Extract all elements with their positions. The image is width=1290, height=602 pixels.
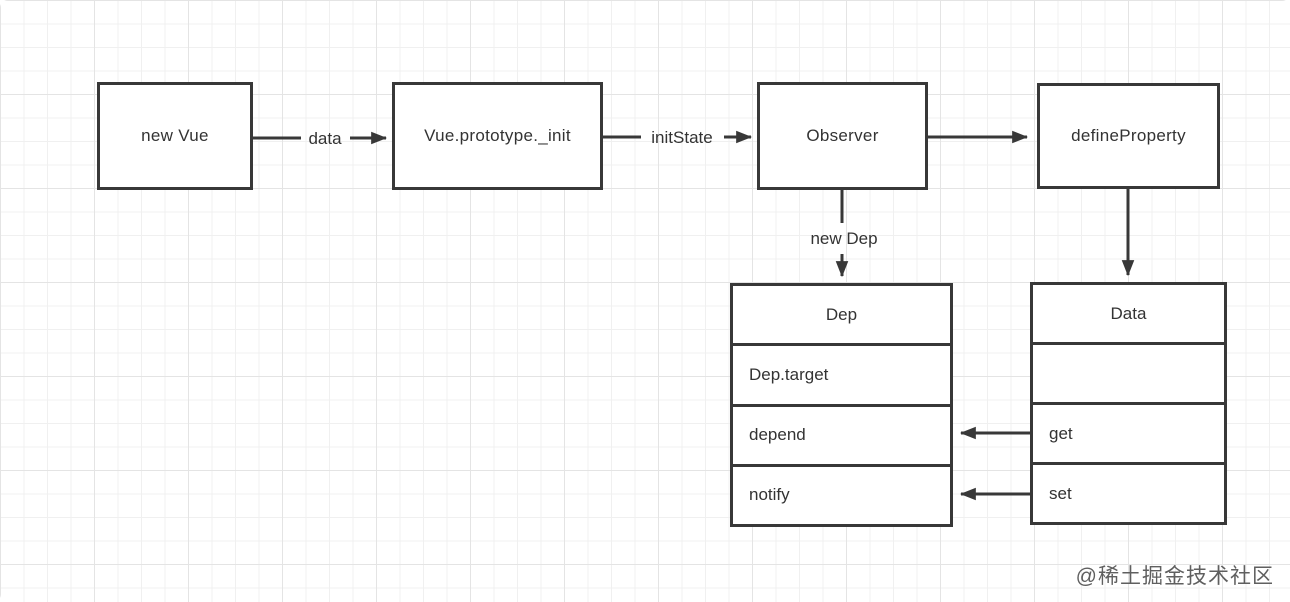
dep-table: Dep Dep.target depend notify [730, 283, 953, 527]
data-table-row-set: set [1033, 462, 1224, 522]
edge-label-initstate: initState [651, 128, 713, 147]
dep-table-row-depend: depend [733, 403, 950, 464]
node-observer-label: Observer [806, 126, 879, 145]
node-defineproperty: defineProperty [1037, 83, 1220, 189]
node-defineproperty-label: defineProperty [1071, 126, 1186, 145]
dep-table-row-dep-target: Dep.target [733, 343, 950, 403]
dep-table-header-label: Dep [825, 304, 858, 324]
data-table-row-set-label: set [1049, 483, 1072, 503]
dep-table-row-notify-label: notify [749, 485, 790, 505]
node-new-vue: new Vue [97, 82, 253, 190]
dep-table-row-notify: notify [733, 463, 950, 524]
data-table: Data get set [1030, 282, 1227, 525]
dep-table-row-dep-target-label: Dep.target [749, 364, 829, 384]
edge-label-data: data [308, 129, 342, 148]
edge-label-new-dep: new Dep [810, 229, 878, 248]
data-table-row-get: get [1033, 402, 1224, 462]
dep-table-header: Dep [733, 286, 950, 343]
data-table-header-label: Data [1110, 303, 1147, 323]
dep-table-row-depend-label: depend [749, 425, 806, 445]
data-table-row-empty [1033, 342, 1224, 402]
node-vue-prototype-init: Vue.prototype._init [392, 82, 603, 190]
node-new-vue-label: new Vue [141, 126, 209, 145]
watermark: @稀土掘金技术社区 [1075, 565, 1274, 588]
node-vue-prototype-init-label: Vue.prototype._init [424, 126, 571, 145]
node-observer: Observer [757, 82, 928, 190]
data-table-row-get-label: get [1049, 423, 1073, 443]
data-table-header: Data [1033, 285, 1224, 342]
